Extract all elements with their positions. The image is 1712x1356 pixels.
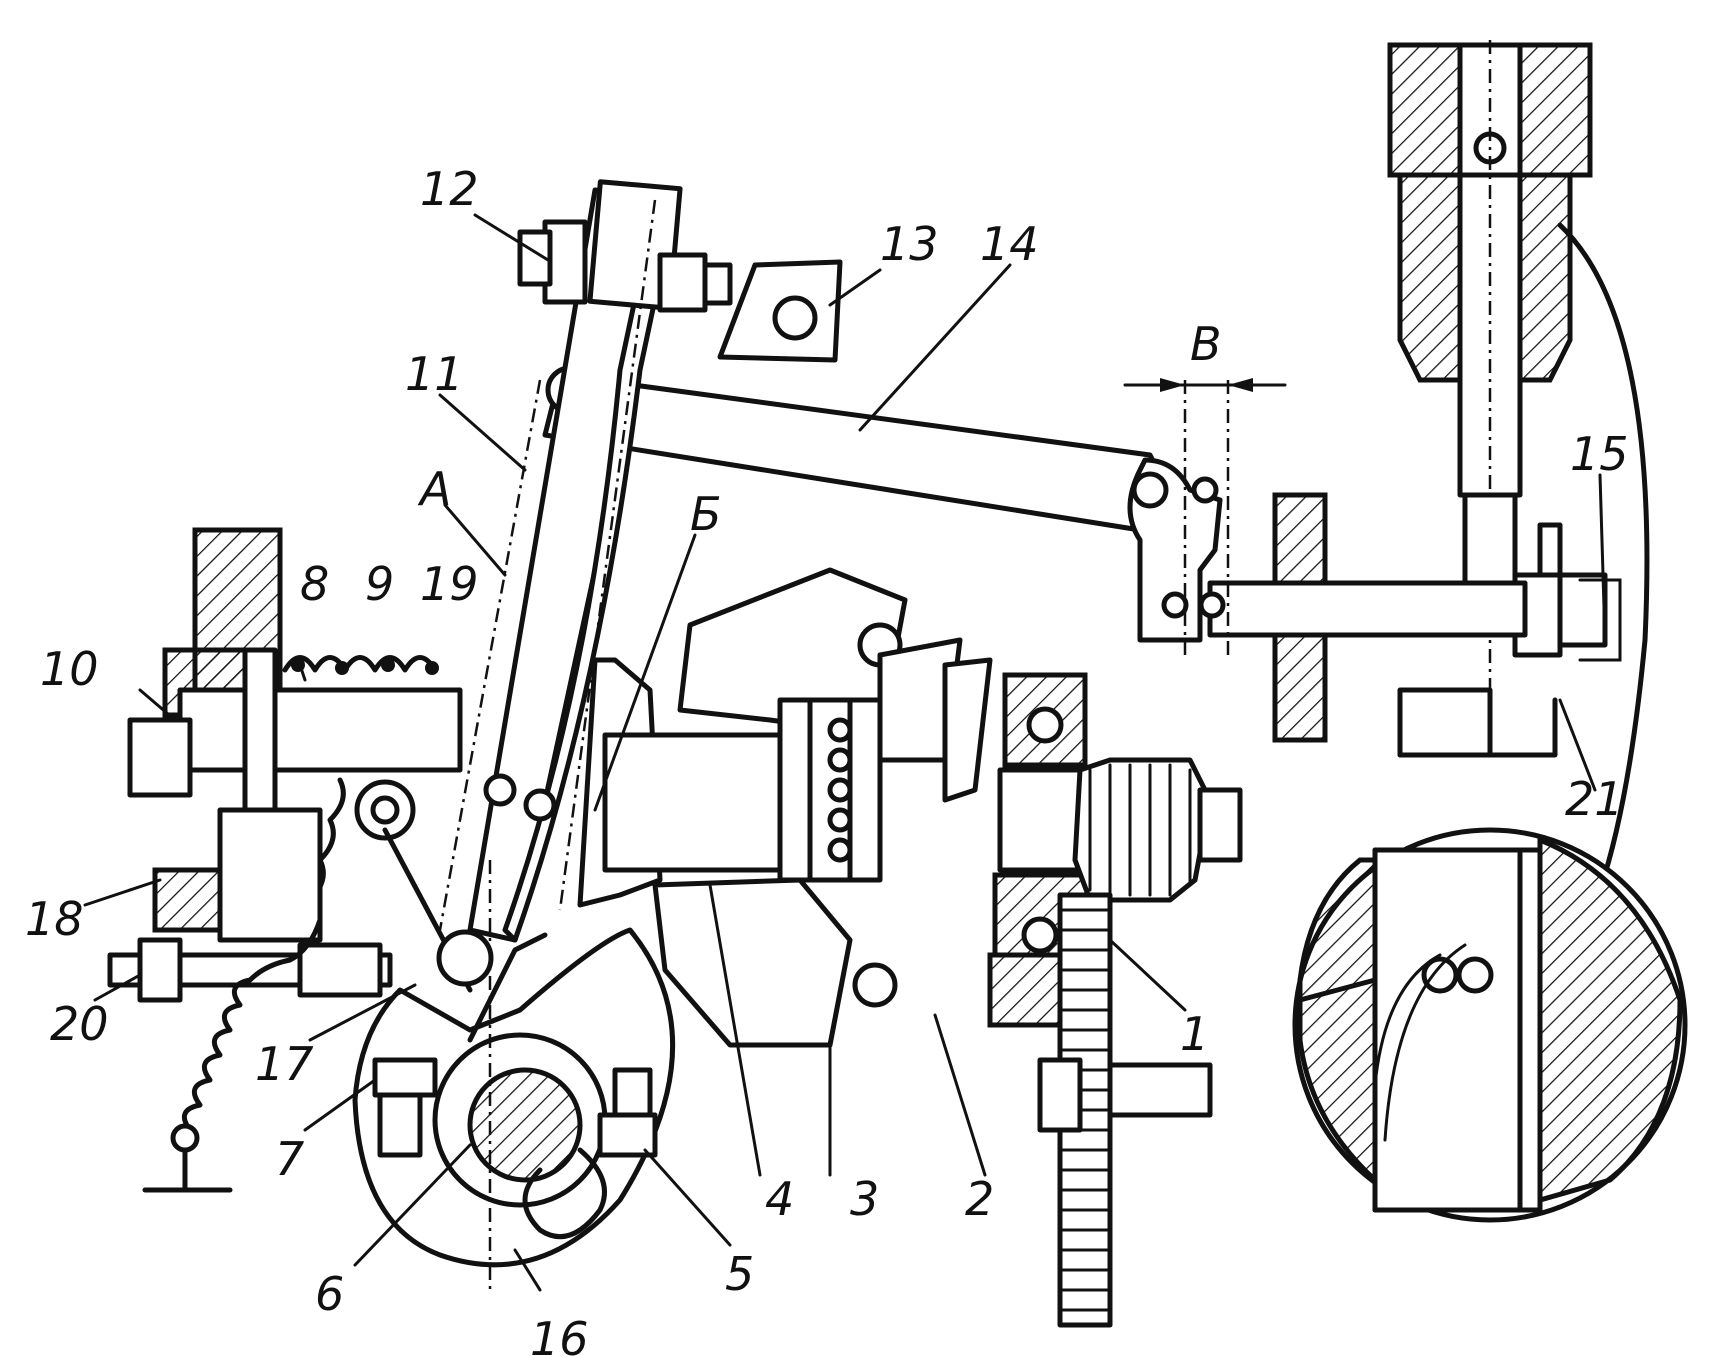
leader-lines (83, 213, 1607, 1292)
lever-arm (438, 179, 683, 943)
label-21: 21 (1565, 772, 1624, 826)
label-2: 2 (965, 1172, 994, 1226)
label-13: 13 (880, 217, 939, 271)
nozzle-assembly (1387, 40, 1622, 758)
label-17: 17 (255, 1037, 314, 1091)
gear-rack (1037, 757, 1243, 1328)
detail-view (1292, 827, 1688, 1223)
label-3: 3 (850, 1172, 879, 1226)
label-5: 5 (725, 1247, 754, 1301)
label-6: 6 (315, 1267, 344, 1321)
screw-12 (517, 219, 733, 313)
label-19: 19 (420, 557, 479, 611)
label-1: 1 (1180, 1007, 1209, 1061)
label-20: 20 (50, 997, 109, 1051)
label-14: 14 (980, 217, 1039, 271)
label-16: 16 (530, 1312, 589, 1356)
label-a: А (417, 462, 451, 516)
label-б: Б (690, 487, 722, 541)
label-b: В (1190, 317, 1222, 371)
spring-assembly (107, 527, 473, 1193)
label-12: 12 (420, 162, 479, 216)
label-7: 7 (275, 1132, 304, 1186)
label-8: 8 (300, 557, 329, 611)
part-labels: 12 13 14 В 11 А Б 8 9 19 10 15 21 18 20 … (25, 162, 1629, 1356)
leader-curve (1557, 222, 1650, 893)
label-18: 18 (25, 892, 84, 946)
label-11: 11 (405, 347, 464, 401)
label-4: 4 (765, 1172, 794, 1226)
stop-block-13 (717, 259, 843, 363)
connecting-rod (1207, 580, 1528, 638)
shaft-clutch (577, 567, 993, 1048)
label-15: 15 (1570, 427, 1629, 481)
label-9: 9 (365, 557, 394, 611)
label-10: 10 (40, 642, 99, 696)
link-14 (542, 365, 1287, 660)
